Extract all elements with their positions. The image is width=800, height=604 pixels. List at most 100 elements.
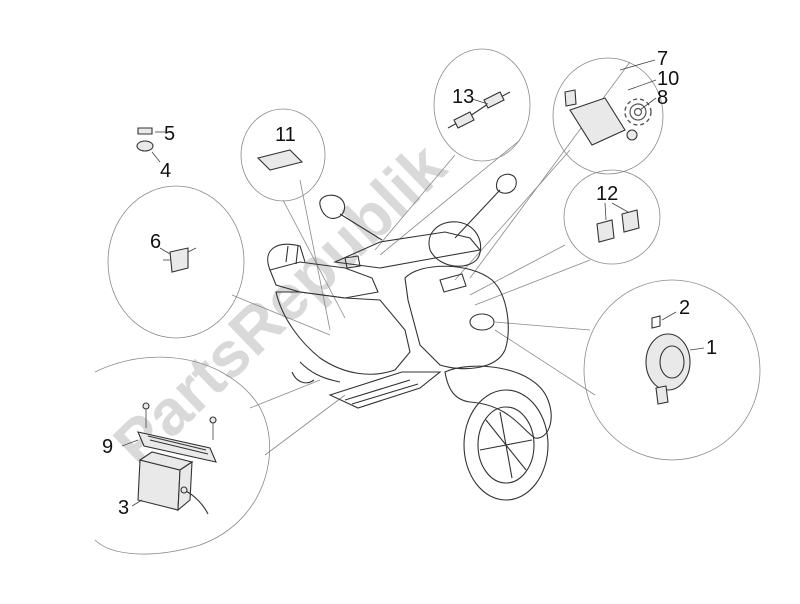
floor-strip-a [344,379,411,401]
handlebar [332,231,482,269]
horn-grille [469,313,495,331]
strap-grooves [147,435,209,455]
part-13-cable [447,91,511,129]
cable-connector-a [483,91,505,109]
connector-12b [474,259,591,306]
leg-shield [404,265,509,370]
flasher-pin-r [187,247,197,253]
front-rim [477,406,535,484]
relay-bracket [564,89,577,107]
relay-screw [626,129,638,141]
detail-circle-battery [94,356,271,555]
connector-lines [231,61,631,456]
relay-body [569,97,626,146]
callout-6: 6 [150,231,161,253]
callout-numbers: 1 2 3 4 5 6 7 8 9 10 11 12 13 [102,48,717,519]
connector-horn-b [494,329,596,396]
callout-10: 10 [657,68,679,90]
part-12-relays [596,202,640,243]
callout-13: 13 [452,86,474,108]
connector-horn [494,321,591,331]
horn-body [645,333,691,391]
rear-rack [267,243,306,271]
part-5-screw [137,127,153,135]
callout-8: 8 [657,87,668,109]
rear-body [275,291,411,375]
part-cap [136,127,165,163]
part-11-label [256,149,304,171]
leader-10 [627,79,657,91]
leader-6 [159,247,171,255]
seat [269,261,379,299]
detail-circle-relay [552,57,664,175]
rack-bars [285,245,299,265]
front-fender [444,365,552,439]
horn-bracket [655,385,669,405]
battery-terminal [180,486,188,494]
connector-battery [249,379,321,409]
cable-connector-b [453,111,475,129]
gear-icon [624,98,652,126]
detail-circle-horn [583,279,761,461]
horn-face [659,345,685,379]
leader-3 [131,499,143,507]
glovebox [439,273,467,293]
detail-circle-6 [107,185,245,339]
relay-12-b [621,209,640,233]
connector-11b [299,179,331,331]
callout-2: 2 [679,297,690,319]
relay-12-a [596,219,615,243]
rear-bodyline [299,361,341,383]
front-wheel [463,389,549,501]
mirror-left [319,194,346,219]
part-horn [645,311,705,405]
mirror-stem-left [339,213,383,241]
rim-spoke-c [499,411,513,479]
label-sticker [256,149,304,171]
floorboard [328,371,442,409]
callout-7: 7 [657,48,668,70]
callout-9: 9 [102,436,113,458]
detail-circle-12 [563,169,661,265]
mirror-stem-right [454,189,501,239]
part-battery [121,402,217,515]
callout-12: 12 [596,183,618,205]
detail-circle-13 [433,48,531,162]
leader-12a [604,202,607,221]
leader-1 [689,347,705,351]
part-2-screw [651,315,661,329]
leader-7 [619,59,656,71]
connector-relay [454,149,571,281]
callout-1: 1 [706,337,717,359]
connector-13b [379,139,521,256]
leader-13 [471,98,489,105]
flasher-body [169,247,189,273]
callout-5: 5 [164,123,175,145]
part-relay [564,59,657,146]
callout-4: 4 [160,160,171,182]
leader-2 [661,311,677,321]
floor-strip-b [351,383,419,405]
headlamp [428,221,482,267]
callout-11: 11 [275,124,296,146]
detail-circles [94,48,761,555]
battery-side [177,460,193,512]
callout-3: 3 [118,497,129,519]
connector-battery-b [264,394,346,456]
leader-9 [121,439,139,447]
connector-12 [469,244,566,296]
part-6-flasher [159,247,197,273]
part-4-grommet [136,140,154,152]
strap-screw-a [142,402,150,410]
connector-6 [231,294,331,336]
strap-screw-b [209,416,217,424]
grip-left [344,255,361,269]
leader-12b [611,202,629,213]
rear-wheel-hint [291,371,315,384]
scooter-illustration [267,173,552,501]
leader-4 [151,151,161,163]
connector-11 [282,199,346,319]
mirror-right [495,173,517,194]
connector-13 [374,154,456,251]
